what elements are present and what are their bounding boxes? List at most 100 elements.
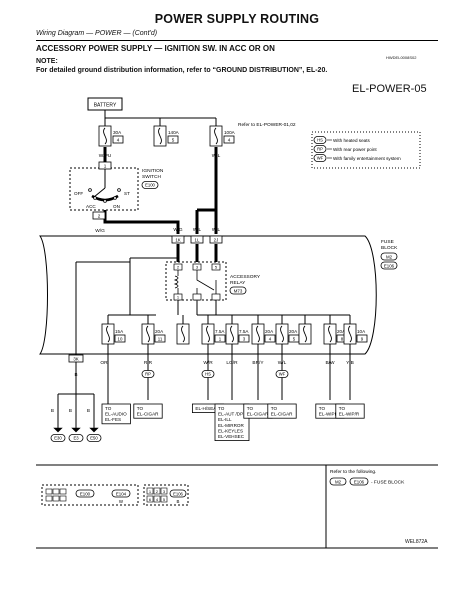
fuse-wire-1: OR [100, 360, 108, 366]
header-rule [36, 40, 438, 41]
conn-panel-left-e100: E100 [75, 489, 95, 498]
fuse-destination-5-2: EL-AUT /DP [218, 412, 243, 417]
fuse-block-input-wire-3: W/L [212, 227, 221, 232]
relay-label-2: RELAY [230, 280, 246, 286]
conn-panel-right-pins [146, 487, 168, 503]
fuse-destination-2-1: TO [137, 406, 144, 411]
relay-pin-5: 5 [215, 265, 218, 270]
conn-pin-4: 4 [156, 497, 159, 502]
ignition-off: OFF [74, 191, 83, 196]
ignition-label-2: SWITCH [142, 174, 161, 180]
legend-code-wf-text: WF [317, 156, 324, 161]
top-fuse-num-1: 4 [117, 138, 120, 143]
relay-pin-1: 1 [177, 295, 180, 300]
relay-pin-2: 2 [177, 265, 180, 270]
top-fuse-rating-3: 100A [224, 130, 236, 135]
fuse-destination-1-2: EL-AUDIO [105, 412, 127, 417]
fuse-destination-7-1: TO [271, 406, 278, 411]
fuse-destination-9-1: TO [319, 406, 326, 411]
ground-wire-2: B [69, 408, 72, 413]
ignition-wire-out: W/G [95, 228, 105, 234]
fuse-wire-9: B/W [325, 360, 335, 366]
legend-code-wf: WF [313, 154, 327, 162]
conn-pin-1: 1 [149, 489, 152, 494]
ignition-on: ON [113, 204, 120, 209]
legend-text-rp: With rear power point [333, 147, 377, 152]
conn-panel-left-e104: E104 [111, 489, 131, 498]
top-fuse-rating-2: 140A [168, 130, 180, 135]
fuse-num-4: 1 [219, 337, 222, 342]
conn-panel-left-pins [45, 488, 67, 502]
top-fuse-wire-1: W/PU [99, 153, 112, 159]
fuse-symbol-2 [141, 323, 155, 345]
fuse-symbol-5 [225, 323, 239, 345]
legend-frame [311, 131, 421, 169]
fuse-num-1: 10 [118, 337, 123, 342]
fuse-destination-5-1: TO [218, 406, 225, 411]
top-fuse-symbol-1 [98, 125, 112, 147]
fuse-wire-7: W/L [278, 360, 287, 366]
fuse-block-conn-1: M2 [380, 252, 398, 261]
fuse-option-4-text: HS [205, 372, 211, 377]
fuse-num-10: 9 [361, 337, 364, 342]
svg-text:E100: E100 [80, 492, 91, 497]
fuse-block-input-conn-text-3: 2J [214, 238, 219, 243]
legend-text-hs: With heated seats [333, 138, 370, 143]
fuse-destination-box-10 [335, 403, 365, 419]
conn-panel-left-color: W [119, 499, 124, 504]
fuse-option-2: RP [141, 370, 155, 378]
fuse-block-input-conn-1 [171, 235, 185, 244]
fuse-destination-9-2: EL-WIPER [319, 412, 342, 417]
legend-text-wf: With family entertainment system [333, 156, 401, 161]
ground-conn-3: E50 [86, 434, 102, 442]
fuse-block-label-1: FUSE [381, 239, 394, 245]
ground-wire-main: B [74, 372, 77, 377]
page-subtitle: Wiring Diagram — POWER — (Cont'd) [36, 30, 158, 37]
fuse-destination-4-1: EL-H/SEAT [195, 406, 219, 411]
fuse-block-input-conn-text-1: 1K [175, 238, 180, 243]
fuse-destination-5-6: EL-VEHSEC [218, 434, 245, 439]
fuse-num-5: 3 [243, 337, 246, 342]
fuse-wire-2: R/R [144, 360, 153, 366]
fuse-wire-10: Y/B [346, 360, 354, 366]
fuse-destination-5-4: EL-MIRROR [218, 423, 244, 428]
conn-panel-left [41, 484, 139, 506]
fuse-block-input-wire-2: W/L [193, 227, 202, 232]
fuse-block-input-conn-text-2: 1L [195, 238, 200, 243]
svg-text:M2: M2 [386, 255, 393, 260]
fuse-rating-9: 20A [337, 329, 346, 334]
conn-panel-right-e106: E106 [169, 489, 187, 498]
fuse-option-7: WF [275, 370, 289, 378]
diagram-code: EL-POWER-05 [352, 83, 427, 95]
refer-bottom-text: - FUSE BLOCK [371, 480, 405, 486]
relay-conn: M73 [229, 286, 247, 295]
fuse-wire-4: W/R [203, 360, 213, 366]
fuse-wire-5: LG/R [226, 360, 238, 366]
svg-text:E106: E106 [384, 264, 395, 269]
svg-text:E106: E106 [354, 480, 365, 485]
ignition-label-1: IGNITION [142, 168, 164, 174]
fuse-rating-1: 15A [115, 329, 124, 334]
fuse-block-input-conn-3 [209, 235, 223, 244]
svg-text:E104: E104 [116, 492, 127, 497]
ignition-st: ST [124, 191, 130, 196]
ground-conn-1-text: E30 [54, 436, 62, 441]
ground-wire-1: B [51, 408, 54, 413]
refer-bottom-conn-1: M2 [329, 477, 347, 486]
legend-code-rp: RP [313, 145, 327, 153]
fuse-symbol-1 [101, 323, 115, 345]
fuse-destination-box-1 [101, 403, 131, 425]
fuse-rating-10: 10A [357, 329, 366, 334]
fuse-block-label-2: BLOCK [381, 245, 398, 251]
relay-switch [196, 270, 217, 294]
top-fuse-wire-3: W/L [212, 153, 221, 159]
ground-conn [68, 354, 84, 363]
ignition-contact-5 [117, 188, 121, 192]
fuse-destination-5-5: EL-KEYLES [218, 428, 243, 433]
